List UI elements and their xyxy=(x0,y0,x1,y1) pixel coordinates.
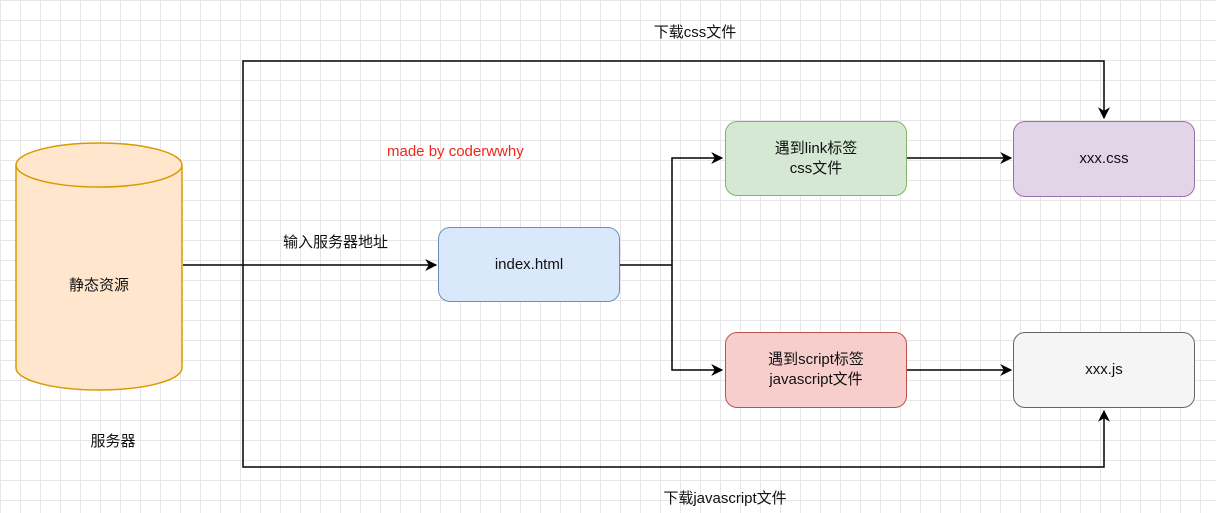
js-file-label: xxx.js xyxy=(1085,361,1123,378)
edge-download-css xyxy=(242,60,1110,265)
script-tag-line1: 遇到script标签 xyxy=(768,351,864,368)
link-tag-node[interactable]: 遇到link标签 css文件 xyxy=(725,121,907,196)
edge-label-download-css: 下载css文件 xyxy=(653,24,737,41)
edge-index-to-script xyxy=(671,265,724,376)
link-tag-line2: css文件 xyxy=(789,159,843,177)
css-file-label: xxx.css xyxy=(1079,150,1129,167)
edge-label-input-address: 输入服务器地址 xyxy=(283,234,389,251)
js-file-node[interactable]: xxx.js xyxy=(1013,332,1195,408)
script-tag-node[interactable]: 遇到script标签 javascript文件 xyxy=(725,332,907,408)
edge-label-download-js: 下载javascript文件 xyxy=(663,490,787,507)
watermark-text: made by coderwwhy xyxy=(387,143,524,160)
index-html-label: index.html xyxy=(494,255,564,273)
index-html-node[interactable]: index.html xyxy=(438,227,620,302)
css-file-node[interactable]: xxx.css xyxy=(1013,121,1195,197)
server-cylinder-top xyxy=(15,142,183,188)
script-tag-line2: javascript文件 xyxy=(769,371,863,388)
edge-download-js xyxy=(242,265,1110,468)
link-tag-line1: 遇到link标签 xyxy=(774,139,858,157)
server-label: 静态资源 xyxy=(68,277,130,294)
server-cylinder-body xyxy=(15,165,183,391)
server-caption: 服务器 xyxy=(90,433,136,450)
edge-index-to-link xyxy=(671,152,724,265)
